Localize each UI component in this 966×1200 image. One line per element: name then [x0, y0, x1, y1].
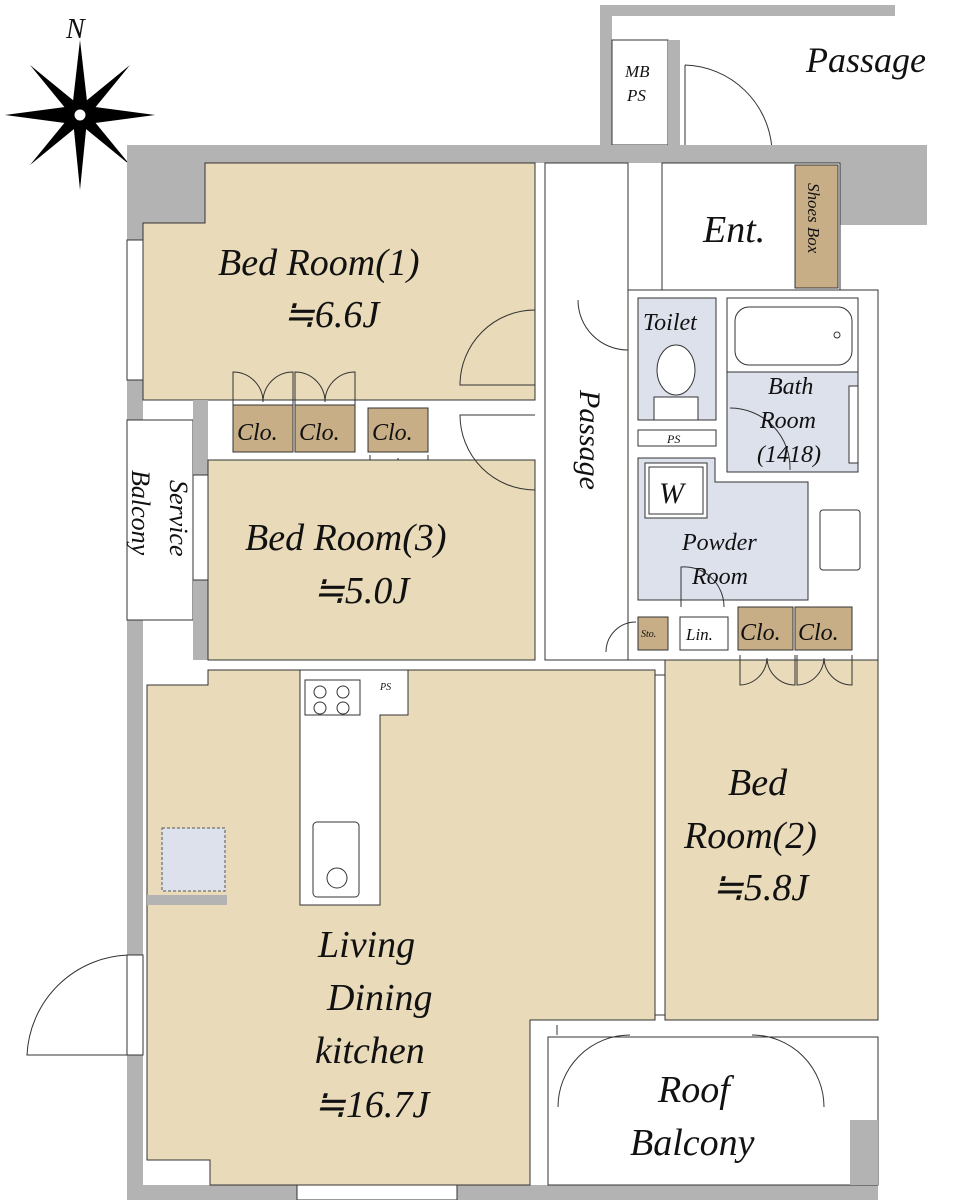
- linen-label: Lin.: [685, 625, 713, 644]
- closet-2-label: Clo.: [299, 420, 340, 446]
- bath-label-1: Bath: [768, 374, 813, 400]
- bedroom-2-name-2: Room(2): [683, 815, 817, 857]
- bedroom-2: [664, 659, 879, 1021]
- bedroom-3-size: ≒5.0J: [313, 570, 411, 612]
- roof-balcony-label-1: Roof: [657, 1069, 734, 1111]
- service-balcony: [126, 419, 194, 621]
- bedroom-2-size: ≒5.8J: [712, 867, 810, 909]
- closet-1-label: Clo.: [237, 420, 278, 446]
- ldk-label-1: Living: [317, 924, 415, 966]
- compass-rose-icon: N: [5, 14, 155, 190]
- toilet-label: Toilet: [643, 310, 698, 336]
- bath-room: [726, 371, 859, 473]
- powder-label-2: Room: [691, 564, 748, 590]
- bedroom-1-size: ≒6.6J: [283, 294, 381, 336]
- outside-passage-label: Passage: [805, 40, 926, 80]
- bedroom-1-name: Bed Room(1): [218, 242, 420, 284]
- powder-label-1: Powder: [681, 530, 757, 556]
- entrance-label: Ent.: [702, 209, 765, 251]
- bath-label-2: Room: [759, 408, 816, 434]
- service-label: Service: [164, 480, 193, 557]
- ps-kitchen-label: PS: [379, 682, 391, 693]
- living-dining-kitchen: [146, 669, 656, 1186]
- closet-4-label: Clo.: [740, 620, 781, 646]
- ps-inner-label: PS: [666, 432, 680, 446]
- ps-label: PS: [626, 86, 646, 105]
- bath-label-3: (1418): [757, 442, 821, 468]
- bedroom-1: [142, 162, 536, 401]
- kitchen-sink-icon: [312, 821, 360, 898]
- shoes-box-label: Shoes Box: [804, 183, 823, 254]
- stove-icon: [304, 679, 361, 716]
- closet-3-label: Clo.: [372, 420, 413, 446]
- inner-passage-label: Passage: [573, 389, 606, 490]
- inner-passage: [544, 162, 629, 661]
- roof-balcony: [547, 1036, 879, 1186]
- storage-label: Sto.: [641, 629, 656, 640]
- ldk-label-2: Dining: [326, 977, 433, 1019]
- bedroom-2-name-1: Bed: [728, 762, 788, 804]
- shoes-box: [794, 164, 839, 289]
- balcony-label: Balcony: [126, 470, 155, 556]
- sink-icon: [819, 509, 861, 571]
- closet-5-label: Clo.: [798, 620, 839, 646]
- north-label: N: [65, 14, 86, 45]
- washer-label: W: [659, 477, 687, 510]
- mb-label: MB: [624, 62, 650, 81]
- bedroom-3: [207, 459, 536, 661]
- roof-balcony-label-2: Balcony: [630, 1122, 755, 1164]
- ldk-size: ≒16.7J: [314, 1084, 431, 1126]
- bedroom-3-name: Bed Room(3): [245, 517, 447, 559]
- ldk-label-3: kitchen: [315, 1030, 425, 1072]
